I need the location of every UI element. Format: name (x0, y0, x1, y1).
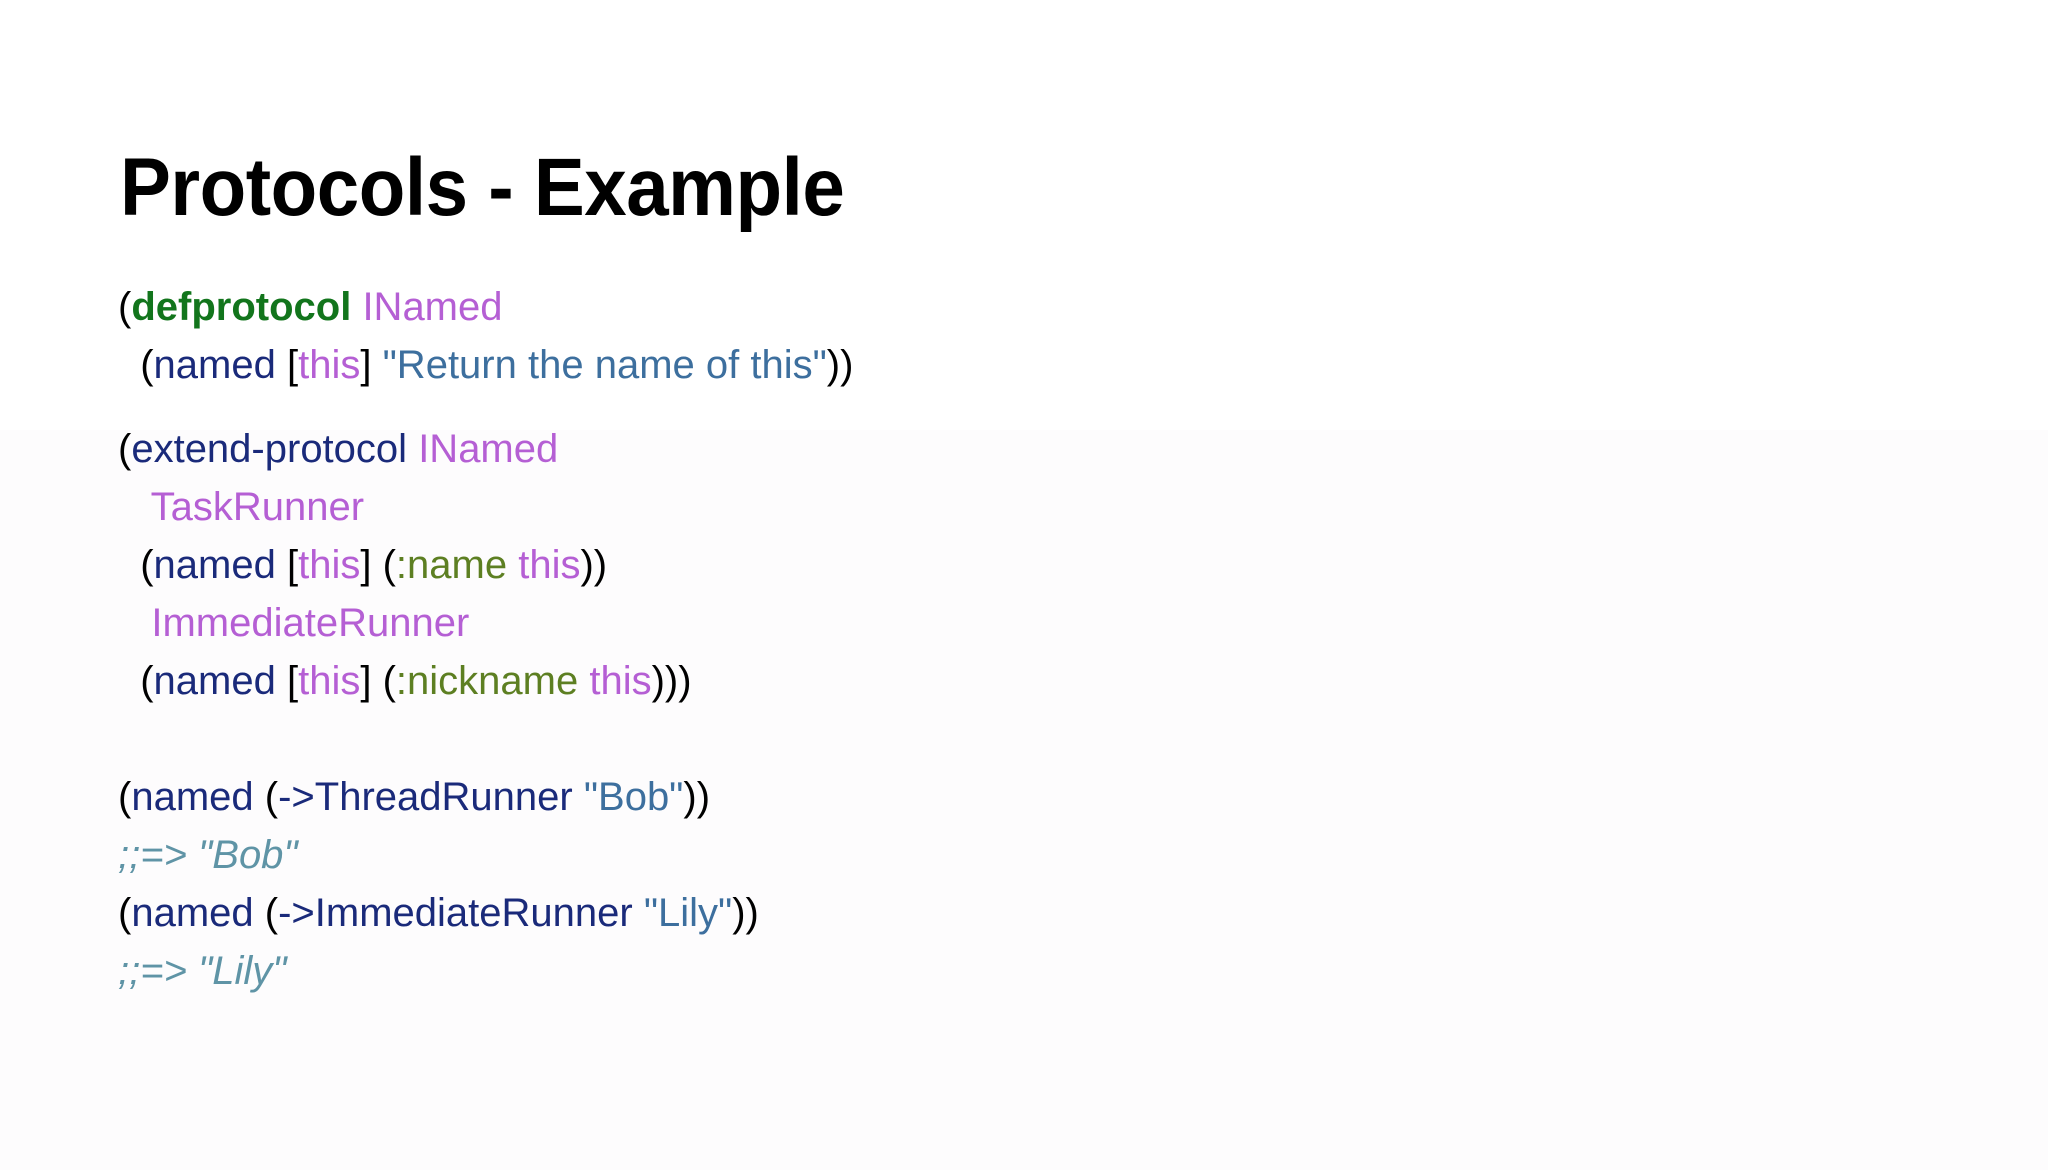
code-token-paren: ( (118, 775, 132, 819)
code-token-paren: ))) (651, 659, 692, 703)
code-token-plain (118, 601, 151, 645)
code-line: ;;=> "Bob" (118, 826, 853, 884)
code-line: TaskRunner (118, 478, 853, 536)
defprotocol-block: (defprotocol INamed (named [this] "Retur… (118, 278, 853, 394)
code-token-symbol: this (518, 543, 581, 587)
code-token-type: INamed (418, 427, 559, 471)
code-line: (defprotocol INamed (118, 278, 853, 336)
code-token-plain (351, 285, 362, 329)
code-line: (extend-protocol INamed (118, 420, 853, 478)
code-token-core: named (131, 891, 254, 935)
code-token-plain (407, 427, 418, 471)
code-block-gap (118, 710, 853, 768)
code-token-string: "Lily" (643, 891, 733, 935)
code-token-comment: ;;=> "Lily" (118, 949, 287, 993)
code-token-paren: )) (683, 775, 711, 819)
code-token-keyword: :nickname (395, 659, 579, 703)
code-line: (named (->ImmediateRunner "Lily")) (118, 884, 853, 942)
code-token-plain (276, 659, 287, 703)
code-token-paren: ( (253, 775, 279, 819)
code-token-core: named (153, 543, 276, 587)
code-token-plain (573, 775, 584, 819)
code-token-paren: )) (732, 891, 759, 935)
code-token-core: named (131, 775, 254, 819)
code-token-string: "Return the name of this" (382, 343, 827, 387)
code-token-bracket: [ (286, 343, 299, 387)
code-token-paren: ( (118, 427, 132, 471)
code-token-plain (276, 343, 287, 387)
code-token-paren: ( (118, 659, 154, 703)
code-token-paren: ( (118, 343, 154, 387)
repl-examples-block: (named (->ThreadRunner "Bob"));;=> "Bob"… (118, 768, 853, 1000)
code-token-paren: ( (118, 543, 154, 587)
code-token-core: extend-protocol (131, 427, 408, 471)
code-token-def: defprotocol (131, 285, 352, 329)
code-token-paren: ( (371, 543, 396, 587)
code-token-core: ->ImmediateRunner (278, 891, 633, 935)
code-line: ImmediateRunner (118, 594, 853, 652)
slide-background-band (0, 430, 2048, 1170)
code-token-bracket: [ (286, 659, 299, 703)
code-token-type: ImmediateRunner (151, 601, 470, 645)
code-token-core: named (153, 343, 276, 387)
code-token-paren: ( (118, 285, 132, 329)
code-token-bracket: ] (360, 543, 372, 587)
code-token-core: named (153, 659, 276, 703)
code-token-paren: ( (253, 891, 279, 935)
code-token-paren: )) (826, 343, 854, 387)
extend-protocol-block: (extend-protocol INamed TaskRunner (name… (118, 420, 853, 710)
code-token-type: TaskRunner (150, 485, 365, 529)
page-title: Protocols - Example (120, 141, 845, 233)
code-token-core: ->ThreadRunner (278, 775, 573, 819)
code-token-symbol: this (298, 343, 361, 387)
code-token-bracket: ] (360, 659, 372, 703)
code-token-symbol: this (589, 659, 652, 703)
code-token-paren: ( (118, 891, 132, 935)
code-token-bracket: [ (286, 543, 299, 587)
code-token-string: "Bob" (583, 775, 684, 819)
code-line: (named [this] (:name this)) (118, 536, 853, 594)
code-token-comment: ;;=> "Bob" (118, 833, 298, 877)
code-block-gap (118, 394, 853, 420)
code-token-keyword: :name (395, 543, 508, 587)
code-line: ;;=> "Lily" (118, 942, 853, 1000)
code-token-paren: )) (580, 543, 608, 587)
code-token-plain (371, 343, 382, 387)
code-token-symbol: this (298, 659, 361, 703)
code-line: (named [this] (:nickname this))) (118, 652, 853, 710)
code-token-plain (118, 485, 151, 529)
code-token-plain (507, 543, 518, 587)
code-line: (named (->ThreadRunner "Bob")) (118, 768, 853, 826)
code-listing: (defprotocol INamed (named [this] "Retur… (118, 278, 853, 1000)
code-line: (named [this] "Return the name of this")… (118, 336, 853, 394)
code-token-bracket: ] (360, 343, 372, 387)
code-token-plain (276, 543, 287, 587)
code-token-plain (578, 659, 589, 703)
code-token-symbol: this (298, 543, 361, 587)
code-token-paren: ( (371, 659, 396, 703)
code-token-type: INamed (362, 285, 503, 329)
code-token-plain (633, 891, 644, 935)
